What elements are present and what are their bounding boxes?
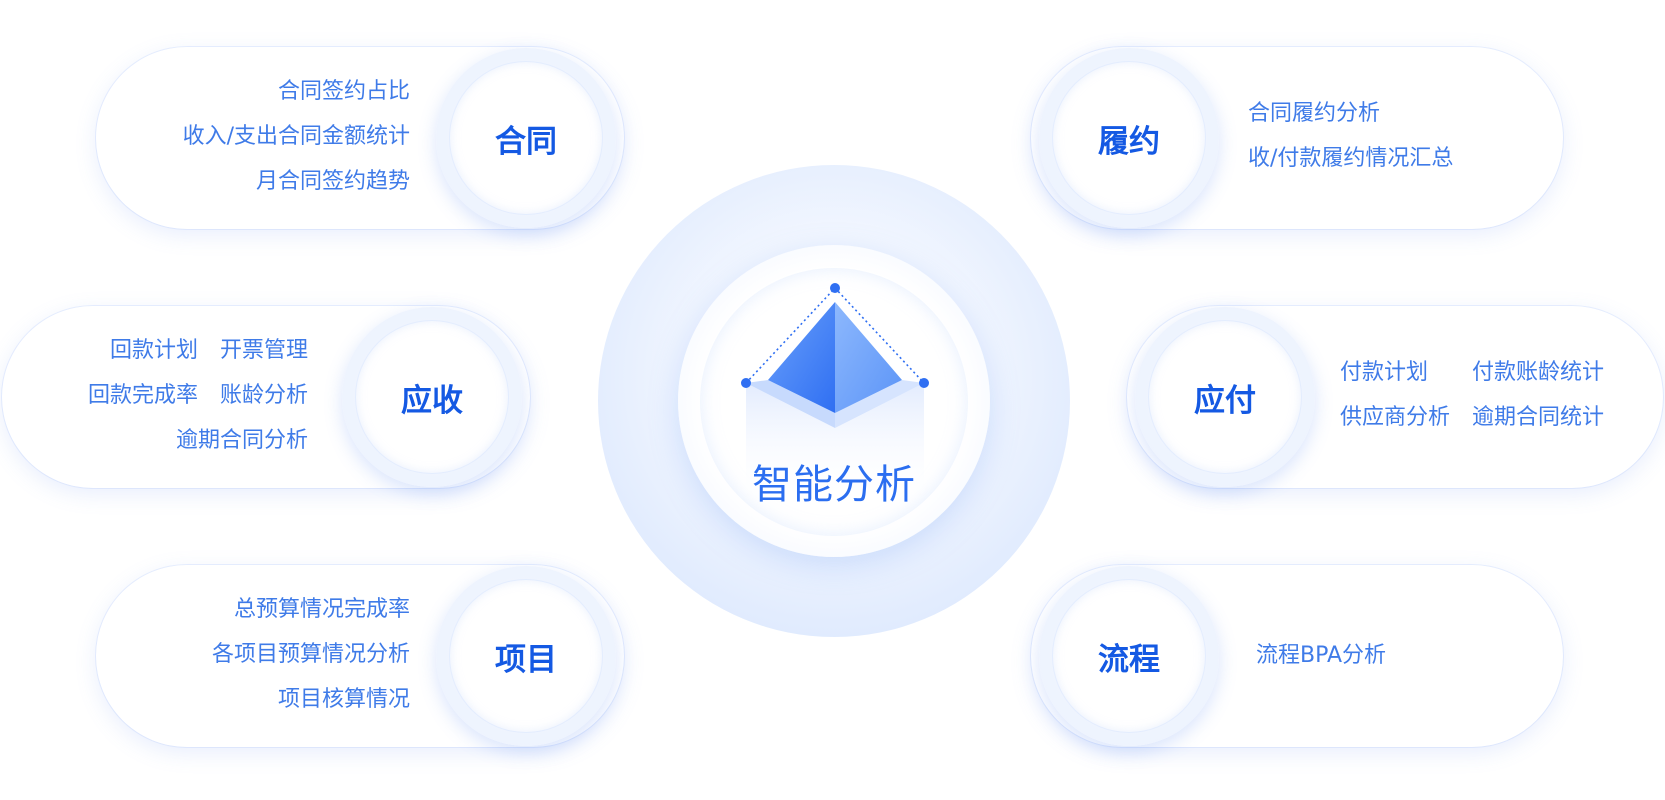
- list-item[interactable]: 供应商分析: [1340, 405, 1451, 430]
- contract-item-list: 合同签约占比 收入/支出合同金额统计 月合同签约趋势: [183, 69, 410, 204]
- list-item[interactable]: 开票管理: [219, 338, 308, 363]
- payable-badge: 应付: [1135, 307, 1315, 487]
- process-badge: 流程: [1039, 566, 1219, 746]
- card-process[interactable]: 流程 流程BPA分析: [1031, 565, 1563, 747]
- card-receivable[interactable]: 回款计划 开票管理 回款完成率 账龄分析 逾期合同分析 应收: [2, 306, 530, 488]
- card-title: 项目: [495, 641, 557, 678]
- process-item-list: 流程BPA分析: [1256, 633, 1386, 678]
- fulfillment-badge: 履约: [1039, 48, 1219, 228]
- center-title: 智能分析: [752, 462, 916, 508]
- list-item[interactable]: 回款完成率: [87, 383, 198, 408]
- card-title: 流程: [1098, 641, 1160, 678]
- card-fulfillment[interactable]: 履约 合同履约分析 收/付款履约情况汇总: [1031, 47, 1563, 229]
- list-item[interactable]: 逾期合同分析: [175, 428, 308, 453]
- card-title: 应付: [1194, 382, 1256, 419]
- pyramid-icon: [741, 283, 929, 503]
- payable-item-list: 付款计划 付款账龄统计 供应商分析 逾期合同统计: [1340, 350, 1604, 440]
- list-item[interactable]: 流程BPA分析: [1256, 643, 1387, 668]
- list-item[interactable]: 总预算情况完成率: [233, 597, 410, 622]
- card-payable[interactable]: 应付 付款计划 付款账龄统计 供应商分析 逾期合同统计: [1127, 306, 1663, 488]
- list-item[interactable]: 各项目预算情况分析: [211, 642, 410, 667]
- list-item[interactable]: 合同履约分析: [1248, 101, 1381, 126]
- project-item-list: 总预算情况完成率 各项目预算情况分析 项目核算情况: [212, 587, 410, 722]
- receivable-item-list: 回款计划 开票管理 回款完成率 账龄分析 逾期合同分析: [88, 328, 308, 463]
- receivable-badge: 应收: [342, 307, 522, 487]
- list-item[interactable]: 账龄分析: [219, 383, 308, 408]
- card-title: 合同: [495, 123, 557, 160]
- card-title: 应收: [401, 382, 463, 419]
- card-contract[interactable]: 合同签约占比 收入/支出合同金额统计 月合同签约趋势 合同: [96, 47, 624, 229]
- list-item[interactable]: 月合同签约趋势: [255, 169, 410, 194]
- list-item[interactable]: 付款账龄统计: [1472, 360, 1605, 385]
- card-title: 履约: [1098, 123, 1160, 160]
- fulfillment-item-list: 合同履约分析 收/付款履约情况汇总: [1248, 91, 1453, 181]
- list-item[interactable]: 收入/支出合同金额统计: [182, 124, 410, 149]
- project-badge: 项目: [436, 566, 616, 746]
- list-item[interactable]: 项目核算情况: [277, 687, 410, 712]
- list-item[interactable]: 合同签约占比: [277, 79, 410, 104]
- list-item[interactable]: 付款计划: [1340, 360, 1429, 385]
- list-item[interactable]: 逾期合同统计: [1472, 405, 1605, 430]
- list-item[interactable]: 回款计划: [109, 338, 198, 363]
- list-item[interactable]: 收/付款履约情况汇总: [1248, 146, 1454, 171]
- contract-badge: 合同: [436, 48, 616, 228]
- card-project[interactable]: 总预算情况完成率 各项目预算情况分析 项目核算情况 项目: [96, 565, 624, 747]
